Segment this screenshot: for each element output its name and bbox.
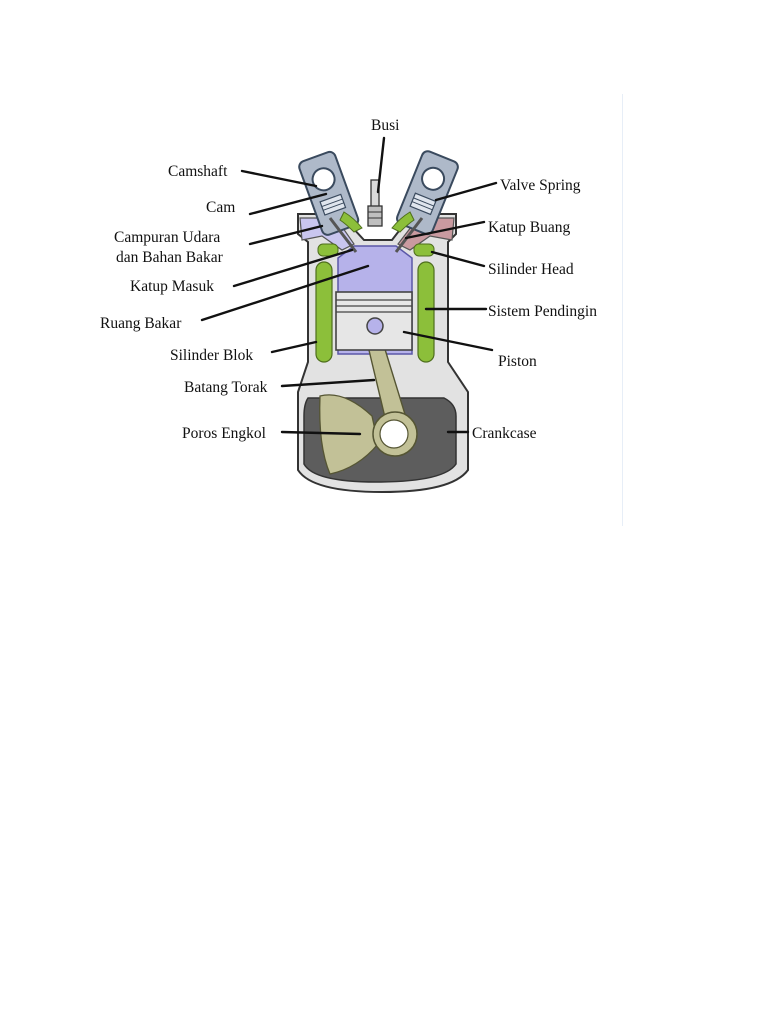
head-coolant-left xyxy=(339,211,363,233)
leader-silinder-head xyxy=(430,250,486,268)
intake-valve xyxy=(328,217,358,253)
label-silinder-blok: Silinder Blok xyxy=(170,347,253,364)
leader-cam xyxy=(248,192,328,216)
label-poros-engkol: Poros Engkol xyxy=(182,425,266,442)
label-crankcase: Crankcase xyxy=(472,425,537,442)
leader-batang-torak xyxy=(280,378,376,388)
label-ruang-bakar: Ruang Bakar xyxy=(100,315,182,332)
block-coolant-right xyxy=(417,261,435,363)
leader-piston xyxy=(402,330,494,352)
exhaust-valve xyxy=(394,217,424,253)
leader-ruang-bakar xyxy=(200,264,370,322)
label-valve-spring: Valve Spring xyxy=(500,177,581,194)
labels: Busi Camshaft Cam Campuran Udara dan Bah… xyxy=(100,117,597,442)
leader-campuran xyxy=(248,224,324,246)
leader-valve-spring xyxy=(434,181,498,202)
engine-illustration xyxy=(297,150,469,494)
label-katup-masuk: Katup Masuk xyxy=(130,278,214,295)
leader-lines xyxy=(200,136,498,436)
label-batang-torak: Batang Torak xyxy=(184,379,268,396)
leader-camshaft xyxy=(240,169,318,188)
block-coolant-left xyxy=(315,261,333,363)
label-campuran-line2: dan Bahan Bakar xyxy=(116,249,224,266)
leader-silinder-blok xyxy=(270,340,318,354)
crank-pin-hole xyxy=(379,419,409,449)
label-busi: Busi xyxy=(371,117,400,134)
piston-body xyxy=(335,291,413,351)
leader-katup-buang xyxy=(404,220,486,240)
label-katup-buang: Katup Buang xyxy=(488,219,570,236)
head-coolant-side-left xyxy=(317,243,339,257)
head-coolant-side-right xyxy=(413,243,435,257)
label-cam: Cam xyxy=(206,199,235,216)
label-piston: Piston xyxy=(498,353,537,370)
label-campuran-line1: Campuran Udara xyxy=(114,229,220,246)
exhaust-cam-housing xyxy=(396,150,459,236)
leader-poros-engkol xyxy=(280,430,362,436)
label-silinder-head: Silinder Head xyxy=(488,261,574,278)
label-camshaft: Camshaft xyxy=(168,163,228,180)
leader-busi xyxy=(376,136,386,194)
head-coolant-right xyxy=(391,211,415,233)
label-sistem-pendingin: Sistem Pendingin xyxy=(488,303,597,320)
spark-plug xyxy=(367,179,383,227)
engine-diagram: Busi Camshaft Cam Campuran Udara dan Bah… xyxy=(92,94,623,526)
leader-katup-masuk xyxy=(232,248,354,288)
